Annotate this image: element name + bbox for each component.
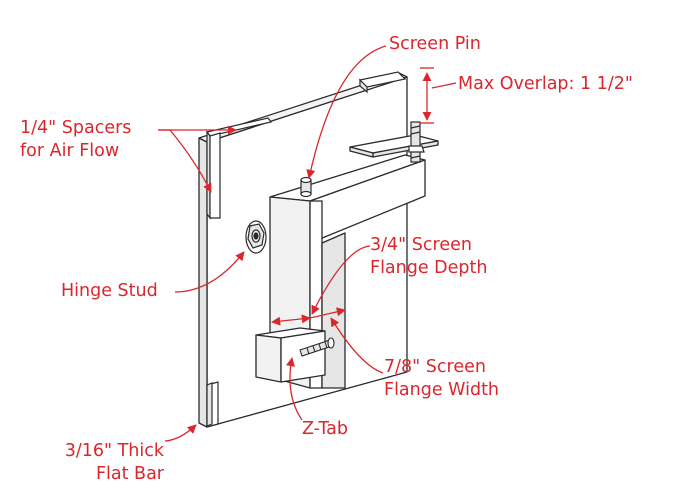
label-screen-pin: Screen Pin [389,34,481,54]
label-flat-bar-line2: Flat Bar [95,464,164,484]
leader-flange-width [330,317,384,374]
label-spacers-line2: for Air Flow [20,141,120,161]
label-hinge-stud: Hinge Stud [61,281,158,301]
label-flange-depth-line1: 3/4" Screen [370,235,472,255]
z-tab-screw [299,337,335,357]
spacer-top-right [358,71,407,94]
label-z-tab: Z-Tab [302,419,349,439]
overlap-bolt [408,121,425,163]
leader-screen-pin [306,45,387,179]
hinge-stud [245,220,267,254]
leader-hinge-stud [174,251,245,293]
z-tab-block [255,327,326,383]
label-flange-depth-line2: Flange Depth [370,258,488,278]
dim-flange-depth [271,314,311,326]
dim-flange-width [309,307,346,319]
label-flange-width-line2: Flange Width [384,380,500,400]
screen-pin [300,176,312,198]
spacer-bottom-left [206,381,219,428]
leader-spacers-2 [158,129,212,193]
annotation-leaders [158,45,457,442]
label-spacers-line1: 1/4" Spacers [20,118,132,138]
label-flange-width-line1: 7/8" Screen [384,357,486,377]
leader-flange-depth [311,245,371,315]
leader-z-tab [286,357,303,421]
spacer-top-left [205,117,273,220]
label-flat-bar-line1: 3/16" Thick [64,441,164,461]
leader-flat-bar [164,424,197,442]
label-max-overlap: Max Overlap: 1 1/2" [458,74,633,94]
